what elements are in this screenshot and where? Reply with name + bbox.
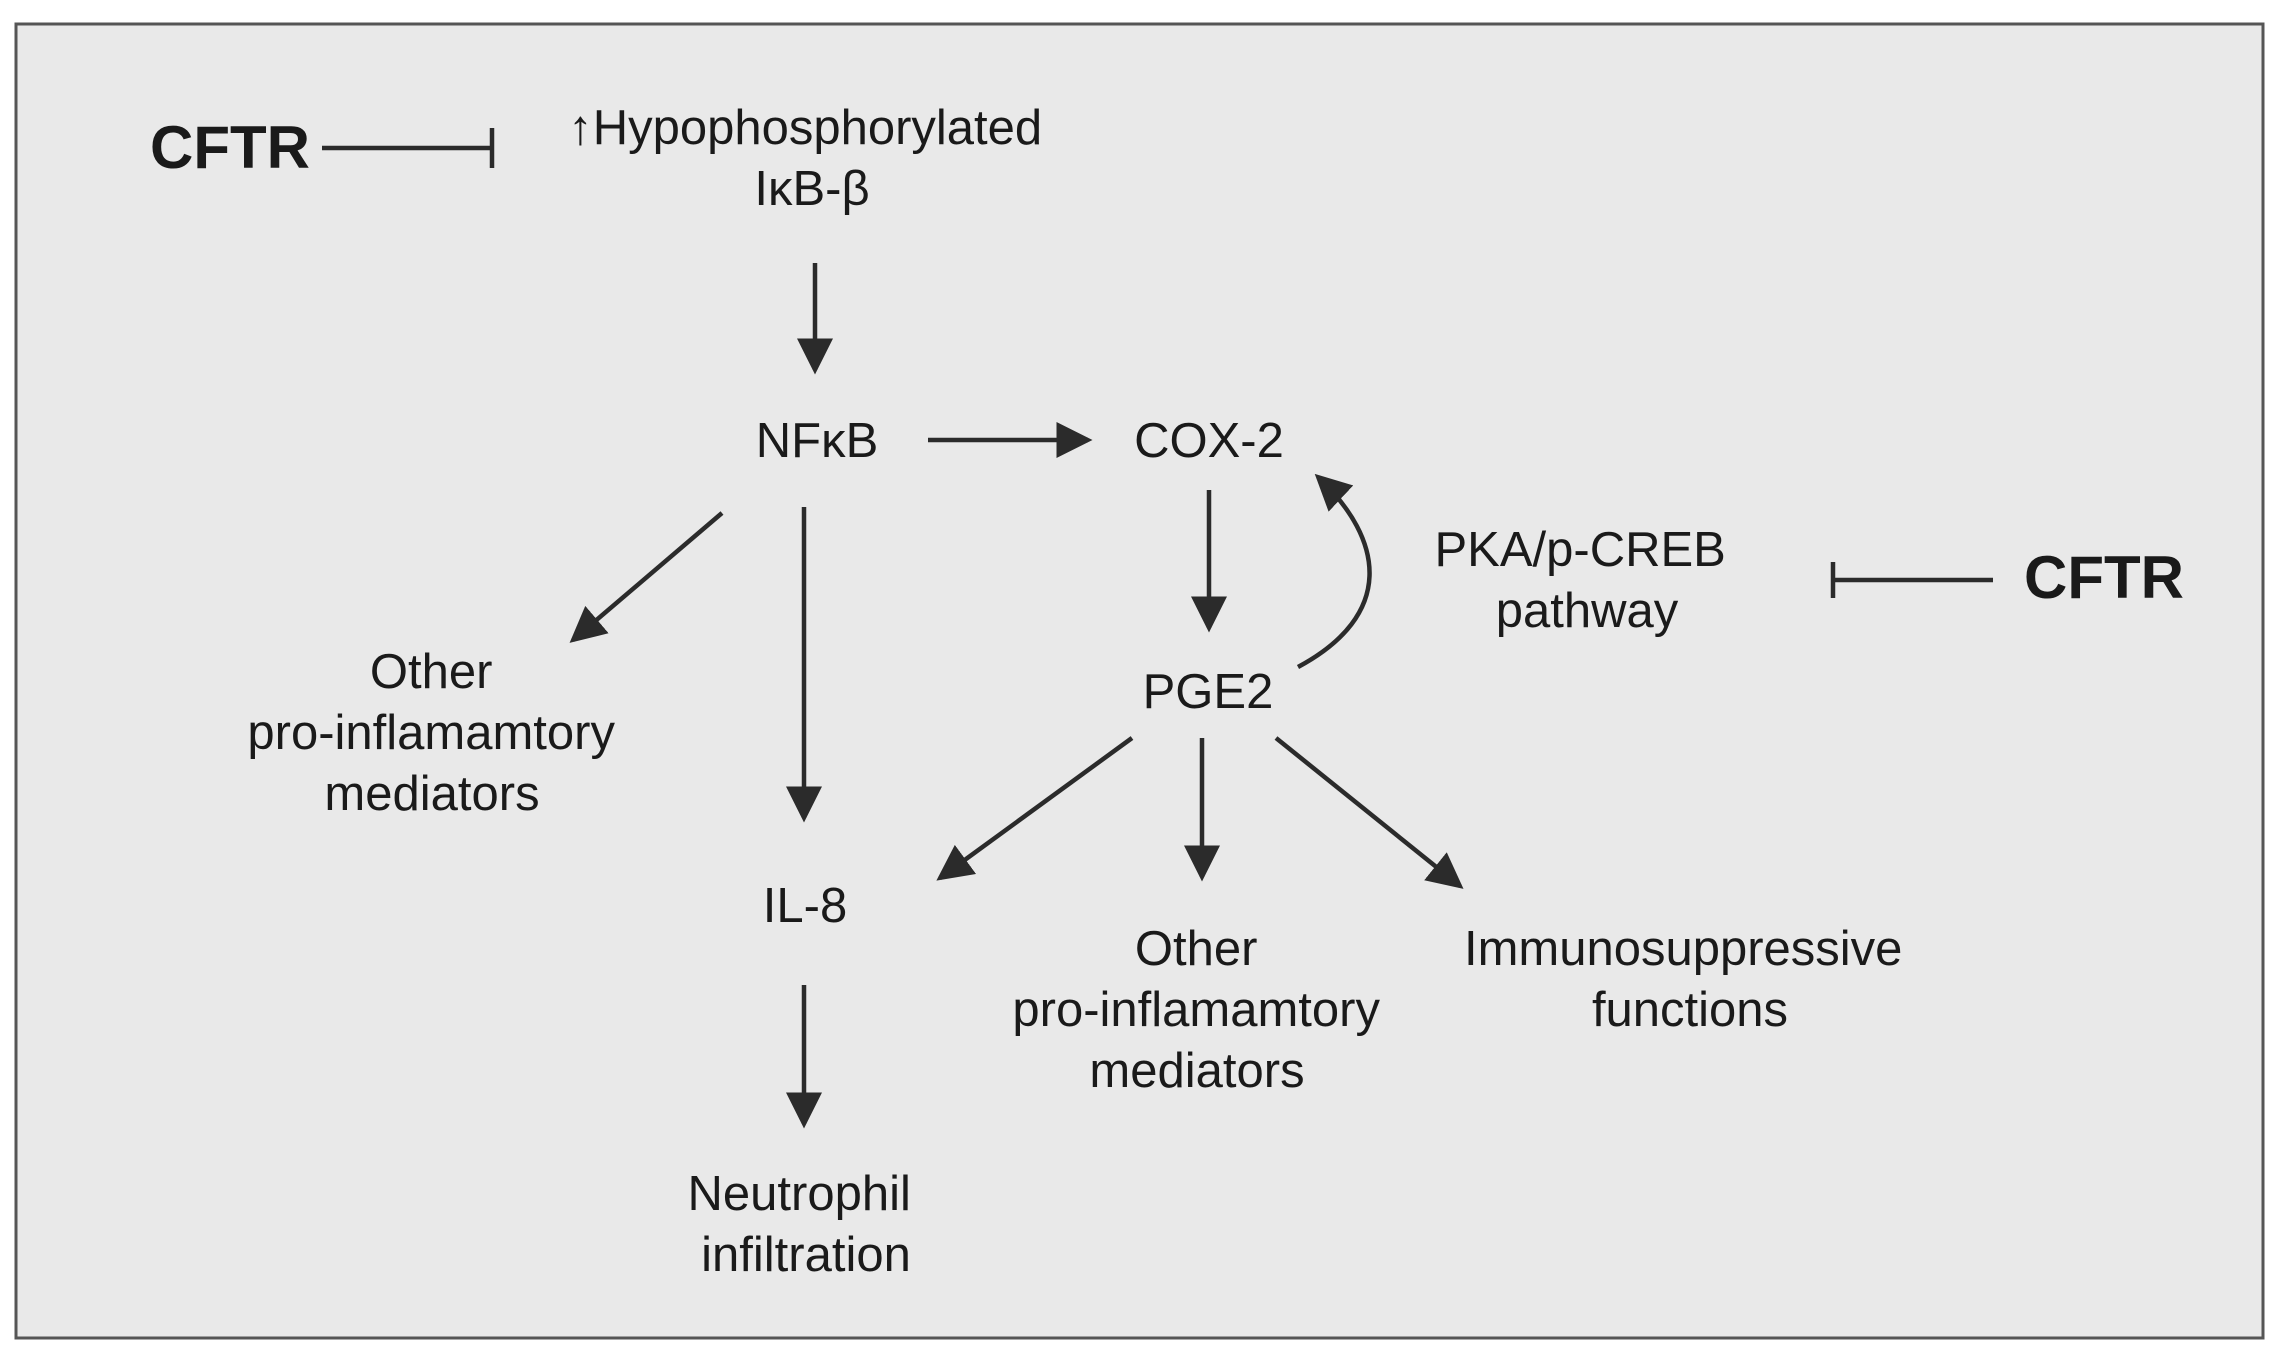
diagram-panel	[14, 22, 2265, 1340]
edge-pge2-to-immuno	[1274, 736, 1464, 889]
node-other-mid: Other pro-inflamamtory mediators	[1012, 922, 1393, 1098]
edges-layer	[322, 128, 1993, 1129]
node-immunosuppressive: Immunosuppressive functions	[1464, 922, 1916, 1037]
node-nfkb: NFκB	[756, 414, 879, 468]
node-pge2: PGE2	[1143, 665, 1274, 719]
edge-pge2-to-cox2-feedback	[1296, 473, 1372, 669]
edge-nfkb-to-other-left	[569, 511, 724, 643]
node-il8: IL-8	[763, 879, 847, 933]
edge-pge2-to-il8	[936, 736, 1134, 881]
nodes-layer: CFTR ↑Hypophosphorylated IκB-β NFκB COX-…	[150, 101, 2184, 1282]
node-other-left: Other pro-inflamamtory mediators	[247, 645, 628, 821]
node-cftr-top: CFTR	[150, 114, 310, 181]
node-ikb: ↑Hypophosphorylated IκB-β	[568, 101, 1056, 216]
node-pka-creb: PKA/p-CREB pathway	[1435, 523, 1740, 638]
node-neutrophil: Neutrophil infiltration	[688, 1167, 925, 1282]
node-cox2: COX-2	[1134, 414, 1284, 468]
node-cftr-right: CFTR	[2024, 544, 2184, 611]
